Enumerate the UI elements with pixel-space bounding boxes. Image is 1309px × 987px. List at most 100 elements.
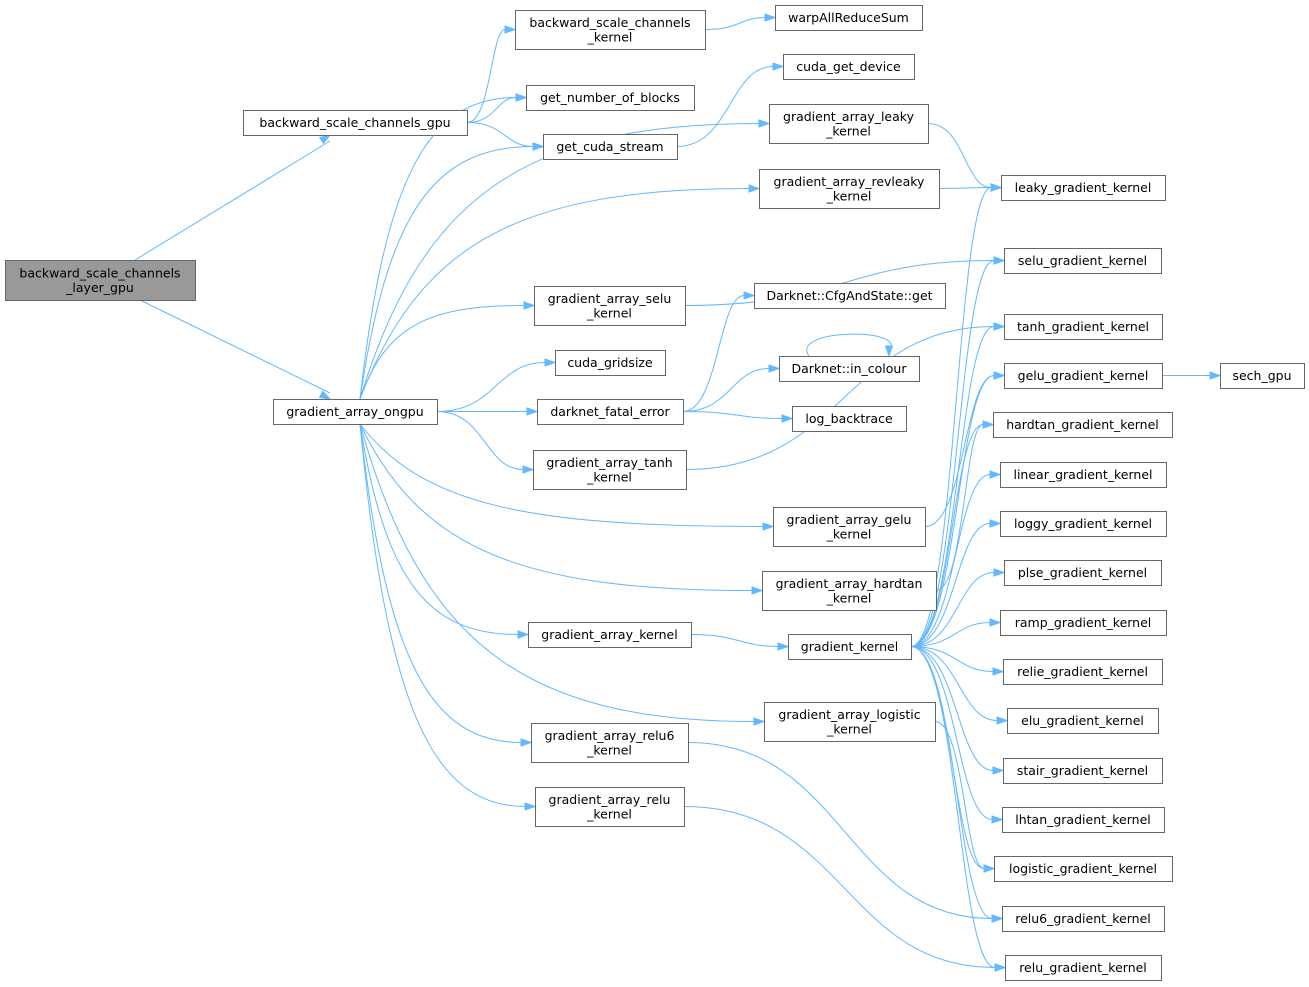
edge-g_kernel-to-loggy_g-arrowhead-icon — [989, 519, 1002, 528]
node-label: _kernel — [586, 742, 632, 757]
edge-ongpu-to-gelu_k — [359, 423, 764, 527]
node-box — [1002, 807, 1165, 833]
edge-ongpu-to-hardtan_k — [359, 423, 753, 591]
node-box — [1220, 363, 1305, 389]
node-layer_gpu[interactable]: backward_scale_channels_layer_gpu — [5, 260, 196, 301]
edge-g_kernel-to-plse_g — [910, 572, 995, 647]
node-label: _kernel — [826, 590, 872, 605]
node-label: sech_gpu — [1232, 368, 1291, 383]
edge-g_kernel-to-selu_g-arrowhead-icon — [993, 256, 1006, 265]
node-cfg_get[interactable]: Darknet::CfgAndState::get — [754, 283, 946, 309]
node-gelu_k[interactable]: gradient_array_gelu_kernel — [773, 507, 926, 547]
edge-bsc_gpu-to-bsc_kernel — [466, 29, 506, 123]
edge-g_kernel-to-leaky_g — [910, 187, 992, 647]
node-label: _kernel — [586, 305, 632, 320]
node-box — [773, 507, 926, 547]
node-log_bt[interactable]: log_backtrace — [792, 406, 907, 432]
node-ongpu[interactable]: gradient_array_ongpu — [273, 399, 438, 425]
node-label: relie_gradient_kernel — [1017, 664, 1148, 679]
node-leaky_g[interactable]: leaky_gradient_kernel — [1001, 175, 1166, 201]
edge-hardtan_k-to-hardtan_g — [935, 424, 984, 591]
node-bsc_kernel[interactable]: backward_scale_channels_kernel — [515, 10, 706, 50]
edge-fatal-to-cfg_get-arrowhead-icon — [743, 291, 756, 300]
node-relie_g[interactable]: relie_gradient_kernel — [1003, 659, 1163, 685]
node-lhtan_g[interactable]: lhtan_gradient_kernel — [1002, 807, 1165, 833]
node-logistic_k[interactable]: gradient_array_logistic_kernel — [764, 702, 936, 742]
edge-layer_gpu-to-ongpu — [139, 299, 331, 394]
node-leaky_k[interactable]: gradient_array_leaky_kernel — [769, 104, 929, 144]
node-elu_g[interactable]: elu_gradient_kernel — [1007, 708, 1159, 734]
edge-relu6_k-to-relu6_g — [687, 742, 993, 919]
node-ramp_g[interactable]: ramp_gradient_kernel — [1000, 610, 1167, 636]
node-label: plse_gradient_kernel — [1018, 565, 1147, 580]
node-relu_k[interactable]: gradient_array_relu_kernel — [535, 787, 685, 827]
node-label: gradient_array_kernel — [541, 627, 677, 642]
edge-ongpu-to-num_blocks — [359, 97, 517, 400]
node-box — [515, 10, 706, 50]
edges-layer — [134, 13, 1222, 972]
node-box — [535, 787, 685, 827]
node-box — [769, 104, 929, 144]
node-num_blocks[interactable]: get_number_of_blocks — [526, 85, 695, 111]
node-label: gelu_gradient_kernel — [1018, 368, 1149, 383]
node-relu_g[interactable]: relu_gradient_kernel — [1005, 955, 1162, 981]
edge-ga_kernel-to-g_kernel-arrowhead-icon — [777, 642, 790, 651]
edge-ongpu-to-cuda_stream — [359, 146, 534, 400]
node-stair_g[interactable]: stair_gradient_kernel — [1003, 758, 1163, 784]
node-box — [754, 283, 946, 309]
edge-ongpu-to-gridsize-arrowhead-icon — [544, 358, 557, 367]
node-ga_kernel[interactable]: gradient_array_kernel — [528, 622, 692, 648]
node-label: backward_scale_channels — [529, 15, 690, 30]
edge-ongpu-to-logistic_k-arrowhead-icon — [753, 717, 766, 726]
node-fatal[interactable]: darknet_fatal_error — [537, 399, 684, 425]
node-tanh_g[interactable]: tanh_gradient_kernel — [1004, 314, 1163, 340]
node-label: Darknet::CfgAndState::get — [766, 288, 932, 303]
node-box — [1004, 560, 1162, 586]
node-label: backward_scale_channels_gpu — [259, 115, 450, 130]
node-selu_g[interactable]: selu_gradient_kernel — [1004, 248, 1162, 274]
node-gelu_g[interactable]: gelu_gradient_kernel — [1004, 363, 1163, 389]
node-hardtan_g[interactable]: hardtan_gradient_kernel — [993, 412, 1173, 438]
node-tanh_k[interactable]: gradient_array_tanh_kernel — [533, 450, 687, 490]
node-box — [1005, 955, 1162, 981]
edge-ongpu-to-ga_kernel — [359, 423, 519, 635]
node-label: gradient_array_leaky — [783, 109, 915, 124]
node-logistic_g[interactable]: logistic_gradient_kernel — [994, 856, 1173, 882]
node-label: elu_gradient_kernel — [1021, 713, 1144, 728]
edge-cuda_stream-to-get_device — [676, 66, 774, 147]
node-box — [1003, 758, 1163, 784]
edge-leaky_k-to-leaky_g — [927, 123, 992, 188]
edge-g_kernel-to-hardtan_g — [910, 424, 984, 647]
edge-gelu_g-to-sech-arrowhead-icon — [1209, 371, 1222, 380]
edge-revleaky_k-to-leaky_g — [938, 187, 992, 189]
node-box — [775, 5, 923, 31]
edge-g_kernel-to-elu_g-arrowhead-icon — [996, 716, 1009, 725]
node-label: lhtan_gradient_kernel — [1015, 812, 1151, 827]
node-box — [779, 356, 920, 382]
node-linear_g[interactable]: linear_gradient_kernel — [1000, 462, 1167, 488]
node-gridsize[interactable]: cuda_gridsize — [555, 350, 666, 376]
node-box — [531, 723, 689, 763]
node-sech[interactable]: sech_gpu — [1220, 363, 1305, 389]
node-box — [993, 412, 1173, 438]
node-cuda_stream[interactable]: get_cuda_stream — [543, 134, 678, 160]
node-relu6_g[interactable]: relu6_gradient_kernel — [1002, 906, 1165, 932]
node-label: linear_gradient_kernel — [1013, 467, 1152, 482]
node-hardtan_k[interactable]: gradient_array_hardtan_kernel — [762, 571, 937, 611]
node-box — [783, 54, 915, 80]
node-bsc_gpu[interactable]: backward_scale_channels_gpu — [243, 110, 468, 136]
node-label: _kernel — [826, 526, 872, 541]
node-box — [1000, 610, 1167, 636]
node-plse_g[interactable]: plse_gradient_kernel — [1004, 560, 1162, 586]
node-warp[interactable]: warpAllReduceSum — [775, 5, 923, 31]
node-relu6_k[interactable]: gradient_array_relu6_kernel — [531, 723, 689, 763]
node-box — [537, 399, 684, 425]
edge-relu_k-to-relu_g — [683, 806, 996, 968]
node-revleaky_k[interactable]: gradient_array_revleaky_kernel — [759, 169, 940, 209]
node-loggy_g[interactable]: loggy_gradient_kernel — [1000, 511, 1167, 537]
node-label: get_cuda_stream — [556, 139, 663, 154]
node-g_kernel[interactable]: gradient_kernel — [788, 634, 912, 660]
node-selu_k[interactable]: gradient_array_selu_kernel — [534, 286, 686, 326]
node-in_colour[interactable]: Darknet::in_colour — [779, 356, 920, 382]
node-get_device[interactable]: cuda_get_device — [783, 54, 915, 80]
